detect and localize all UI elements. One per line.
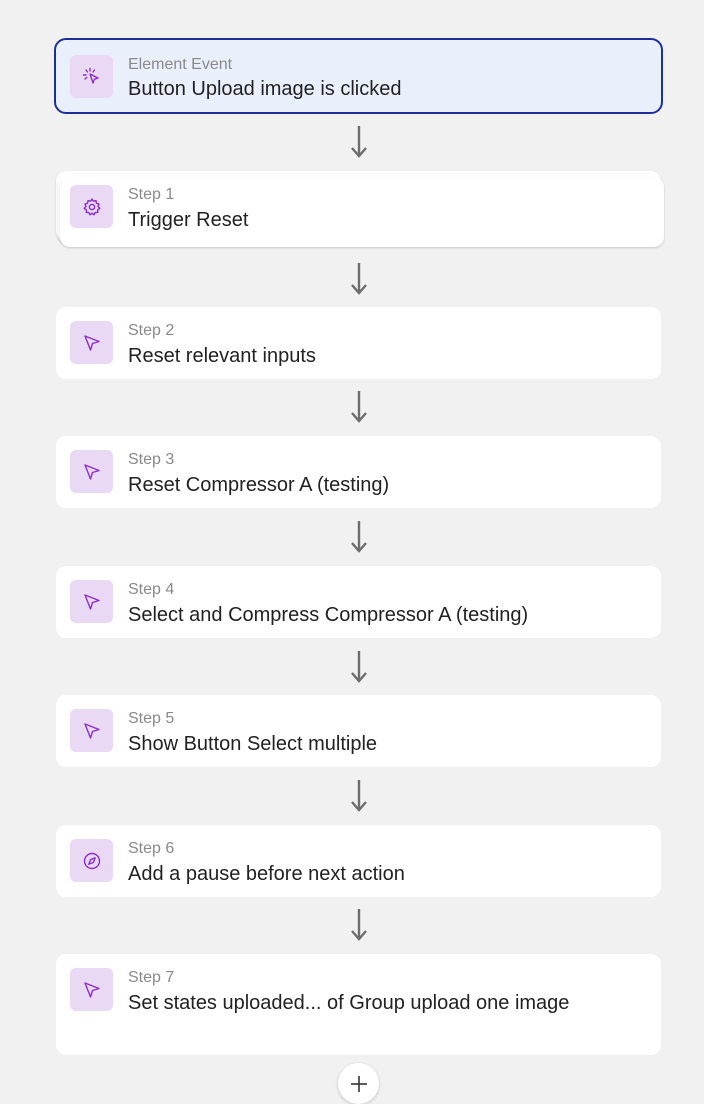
- add-step-button[interactable]: [338, 1063, 379, 1104]
- pointer-icon: [70, 968, 113, 1011]
- step-card-4[interactable]: Step 4 Select and Compress Compressor A …: [56, 566, 661, 638]
- element-event-card[interactable]: Element Event Button Upload image is cli…: [54, 38, 663, 114]
- arrow-down-icon: [351, 391, 367, 423]
- event-title: Button Upload image is clicked: [128, 78, 402, 100]
- cursor-click-icon: [70, 55, 113, 98]
- step-title: Trigger Reset: [128, 209, 249, 231]
- step-label: Step 4: [128, 581, 175, 598]
- arrow-down-icon: [351, 909, 367, 941]
- arrow-down-icon: [351, 521, 367, 553]
- plus-icon: [350, 1075, 367, 1092]
- step-card-5[interactable]: Step 5 Show Button Select multiple: [56, 695, 661, 767]
- step-title: Add a pause before next action: [128, 863, 405, 885]
- pointer-icon: [70, 321, 113, 364]
- step-label: Step 2: [128, 322, 175, 339]
- arrow-down-icon: [351, 263, 367, 295]
- step-title: Set states uploaded... of Group upload o…: [128, 992, 570, 1014]
- step-title: Show Button Select multiple: [128, 733, 378, 755]
- step-title: Reset Compressor A (testing): [128, 474, 390, 496]
- step-label: Step 3: [128, 451, 175, 468]
- arrow-down-icon: [351, 651, 367, 683]
- event-label: Element Event: [128, 56, 233, 73]
- step-card-6[interactable]: Step 6 Add a pause before next action: [56, 825, 661, 897]
- pointer-icon: [70, 450, 113, 493]
- pointer-icon: [70, 709, 113, 752]
- step-label: Step 5: [128, 710, 175, 727]
- arrow-down-icon: [351, 780, 367, 812]
- step-card-3[interactable]: Step 3 Reset Compressor A (testing): [56, 436, 661, 508]
- compass-icon: [70, 839, 113, 882]
- pointer-icon: [70, 580, 113, 623]
- arrow-down-icon: [351, 126, 367, 158]
- gear-icon: [70, 185, 113, 228]
- step-card-7[interactable]: Step 7 Set states uploaded... of Group u…: [56, 954, 661, 1055]
- step-label: Step 7: [128, 969, 175, 986]
- step-card-1[interactable]: Step 1 Trigger Reset: [56, 171, 664, 247]
- step-label: Step 6: [128, 840, 175, 857]
- step-title: Select and Compress Compressor A (testin…: [128, 604, 529, 626]
- step-title: Reset relevant inputs: [128, 345, 316, 367]
- step-card-2[interactable]: Step 2 Reset relevant inputs: [56, 307, 661, 379]
- step-label: Step 1: [128, 186, 175, 203]
